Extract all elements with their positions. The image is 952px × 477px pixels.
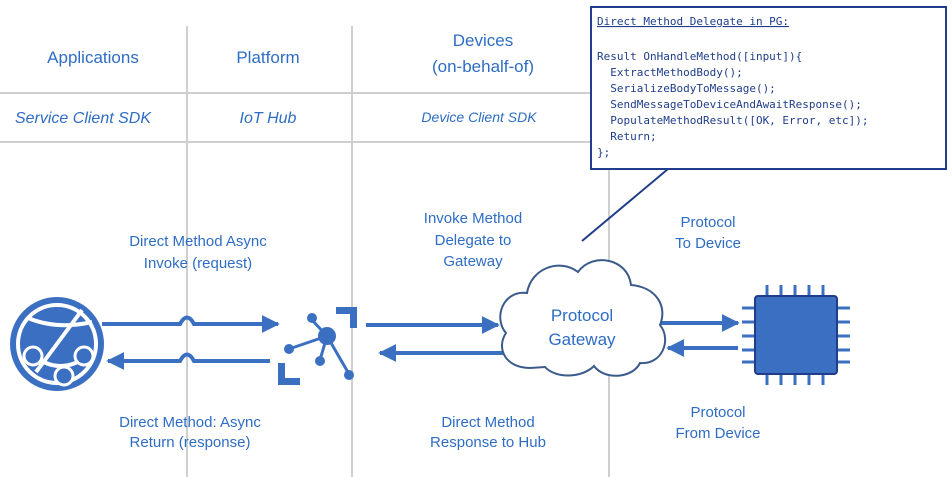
label-invoke-delegate: Gateway (443, 253, 503, 270)
label-async-return: Direct Method: Async (119, 414, 261, 431)
label-to-device: To Device (675, 235, 741, 252)
gateway-label: Gateway (548, 330, 616, 349)
label-to-device: Protocol (680, 214, 735, 231)
header-devices-sub: (on-behalf-of) (432, 57, 534, 76)
callout-code-line: PopulateMethodResult([OK, Error, etc]); (597, 114, 869, 127)
label-response-hub: Direct Method (441, 414, 534, 431)
sdk-iot-hub: IoT Hub (240, 110, 297, 127)
gateway-label: Protocol (551, 306, 613, 325)
callout-code-line: Return; (597, 130, 657, 143)
callout-code-line: ExtractMethodBody(); (597, 66, 743, 79)
label-invoke-delegate: Invoke Method (424, 210, 522, 227)
cloud-gateway-icon: Protocol Gateway (499, 259, 667, 377)
iot-hub-icon (278, 307, 357, 385)
label-from-device: From Device (675, 425, 760, 442)
device-chip-icon (742, 285, 850, 385)
swimlane-grid (0, 26, 610, 477)
label-invoke-request: Invoke (request) (144, 255, 252, 272)
flow-labels: Direct Method Async Invoke (request) Dir… (119, 210, 760, 451)
arrow-invoke-request (102, 315, 280, 333)
arrow-async-return (106, 352, 270, 370)
callout-title: Direct Method Delegate in PG: (597, 15, 789, 28)
label-from-device: Protocol (690, 404, 745, 421)
header-devices: Devices (453, 31, 513, 50)
label-async-return: Return (response) (130, 434, 251, 451)
callout-code-line: }; (597, 146, 610, 159)
label-invoke-request: Direct Method Async (129, 233, 267, 250)
header-applications: Applications (47, 48, 139, 67)
web-app-icon (10, 297, 104, 391)
callout-box: Direct Method Delegate in PG: Result OnH… (581, 6, 947, 242)
flow-arrows (102, 314, 740, 370)
header-platform: Platform (236, 48, 299, 67)
callout-code-line: SendMessageToDeviceAndAwaitResponse(); (597, 98, 862, 111)
label-invoke-delegate: Delegate to (435, 232, 512, 249)
sdk-service-client: Service Client SDK (15, 110, 152, 127)
callout-code-line: SerializeBodyToMessage(); (597, 82, 776, 95)
sdk-device-client: Device Client SDK (421, 109, 537, 125)
callout-code-line: Result OnHandleMethod([input]){ (597, 50, 802, 63)
label-response-hub: Response to Hub (430, 434, 546, 451)
